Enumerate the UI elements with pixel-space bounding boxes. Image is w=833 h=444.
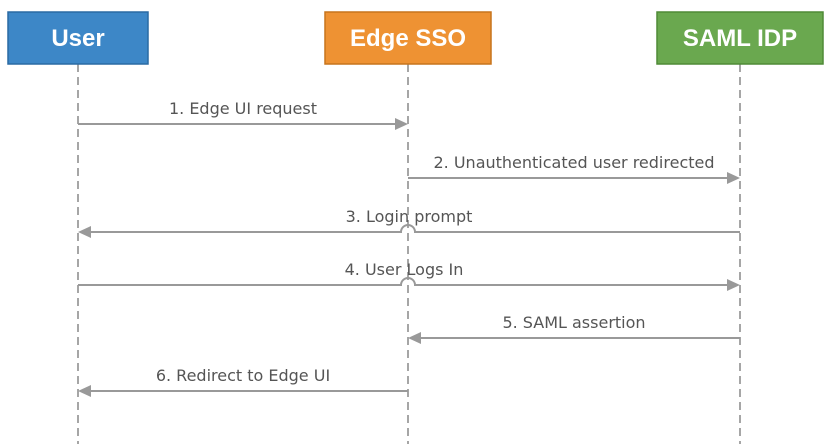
message-3: 3. Login prompt: [78, 207, 740, 238]
arrowhead-icon: [78, 226, 91, 238]
actor-box: [7, 11, 149, 65]
messages: 1. Edge UI request 2. Unauthenticated use…: [78, 99, 740, 397]
message-label: 6. Redirect to Edge UI: [156, 366, 330, 385]
arrowhead-icon: [395, 118, 408, 130]
arrowhead-icon: [727, 172, 740, 184]
message-line: [91, 224, 740, 233]
arrowhead-icon: [78, 385, 91, 397]
message-label: 3. Login prompt: [346, 207, 473, 226]
actors: User Edge SSO SAML IDP: [7, 11, 824, 65]
message-line: [78, 277, 727, 286]
actor-user: User: [7, 11, 149, 65]
message-label: 4. User Logs In: [345, 260, 464, 279]
actor-saml-idp: SAML IDP: [656, 11, 824, 65]
lifelines: [77, 64, 741, 444]
message-label: 1. Edge UI request: [169, 99, 317, 118]
arrowhead-icon: [727, 279, 740, 291]
actor-label: SAML IDP: [683, 25, 797, 52]
actor-box: [324, 11, 492, 65]
message-label: 5. SAML assertion: [502, 313, 645, 332]
message-5: 5. SAML assertion: [408, 313, 740, 344]
message-1: 1. Edge UI request: [78, 99, 408, 130]
actor-edge-sso: Edge SSO: [324, 11, 492, 65]
actor-label: Edge SSO: [350, 25, 466, 52]
message-label: 2. Unauthenticated user redirected: [433, 153, 714, 172]
message-4: 4. User Logs In: [78, 260, 740, 291]
message-2: 2. Unauthenticated user redirected: [408, 153, 740, 184]
actor-box: [656, 11, 824, 65]
arrowhead-icon: [408, 332, 421, 344]
message-6: 6. Redirect to Edge UI: [78, 366, 408, 397]
actor-label: User: [51, 25, 104, 52]
